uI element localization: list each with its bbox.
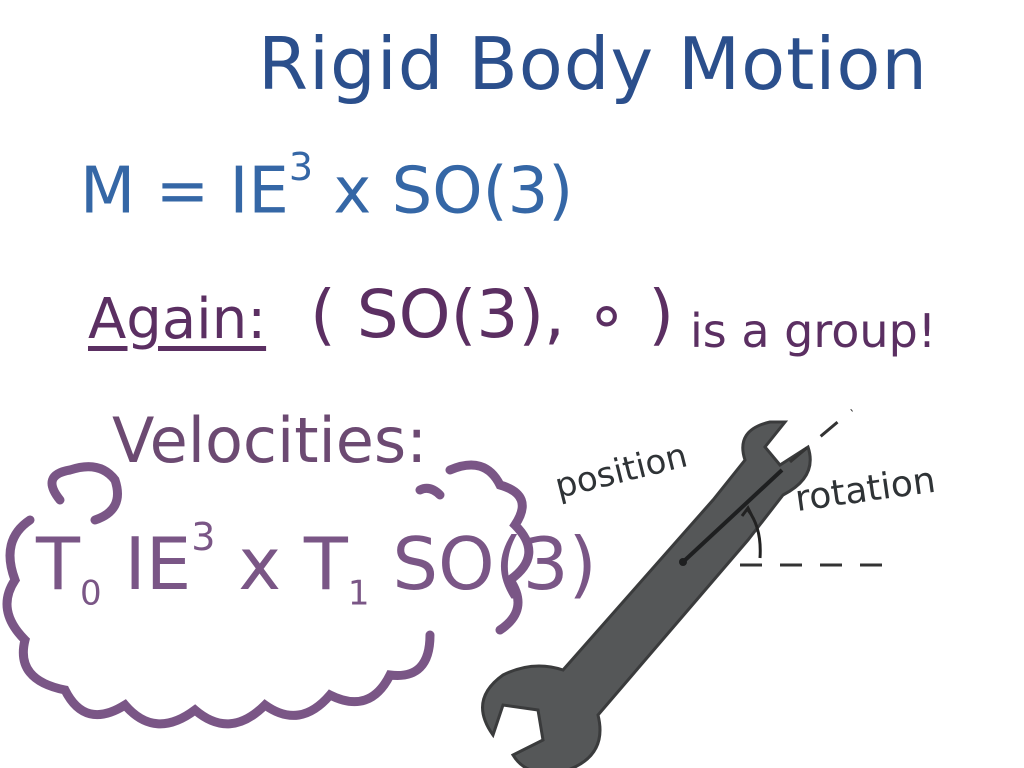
axis-dashed xyxy=(740,408,890,567)
times-t: x T xyxy=(215,522,348,606)
rotation-arc xyxy=(740,505,762,559)
sub0: 0 xyxy=(79,573,102,614)
tangent-space-expression: T0 IE3 x T1 SO(3) xyxy=(36,518,597,614)
eq-lhs: M = IE xyxy=(80,154,289,229)
configuration-equation: M = IE3 x SO(3) xyxy=(80,148,573,223)
velocities-label: Velocities: xyxy=(112,404,428,477)
exp3: 3 xyxy=(191,515,216,559)
group-expression: ( SO(3), ∘ ) xyxy=(310,276,675,353)
so3: SO(3) xyxy=(369,522,597,606)
sub1: 1 xyxy=(347,573,370,614)
group-statement: is a group! xyxy=(690,304,937,358)
eq-rhs: x SO(3) xyxy=(313,154,574,229)
ie: IE xyxy=(101,522,192,606)
eq-exponent: 3 xyxy=(288,145,314,189)
cloud-outline xyxy=(2,460,534,729)
origin-dot xyxy=(679,558,687,566)
wrench-icon xyxy=(481,420,812,768)
position-vector xyxy=(681,468,784,564)
t0: T xyxy=(36,522,80,606)
page-title: Rigid Body Motion xyxy=(258,22,929,106)
again-label: Again: xyxy=(88,287,267,352)
